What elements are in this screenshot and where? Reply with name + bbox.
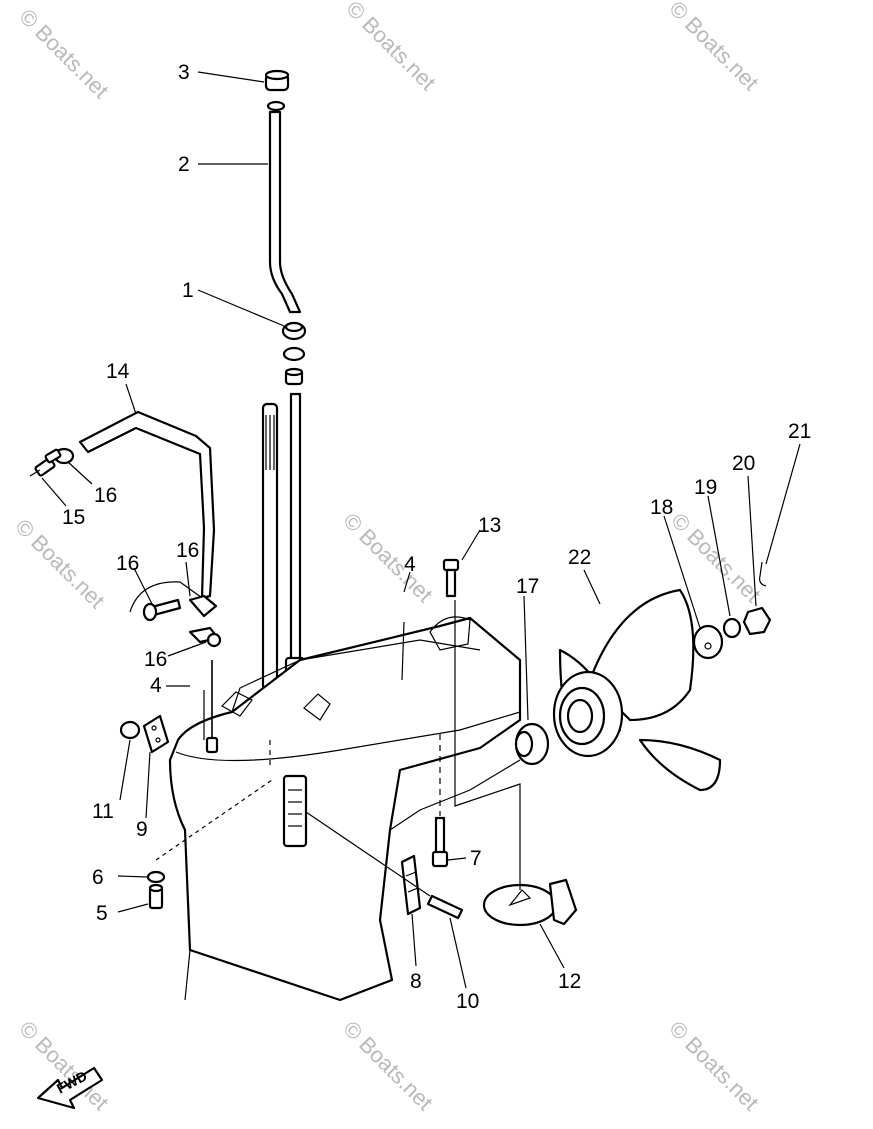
callout-17: 17 <box>516 575 539 598</box>
part-11-nut <box>119 720 141 740</box>
callout-8: 8 <box>410 970 422 993</box>
part-19-washer <box>722 617 742 639</box>
callout-16: 16 <box>176 539 199 562</box>
callout-4: 4 <box>404 553 416 576</box>
watermark: © Boats.net <box>14 4 113 103</box>
callout-9: 9 <box>136 818 148 841</box>
part-2-water-tube <box>268 110 302 314</box>
drive-shaft <box>261 392 306 692</box>
part-12-trim-tab <box>482 878 578 927</box>
watermark: © Boats.net <box>338 1016 437 1115</box>
part-21-cotter-pin <box>759 561 767 587</box>
callout-16: 16 <box>116 552 139 575</box>
part-7-bolt <box>431 734 449 868</box>
part-17-spacer <box>514 722 550 766</box>
callout-19: 19 <box>694 476 717 499</box>
watermark: © Boats.net <box>664 0 763 95</box>
watermark: © Boats.net <box>664 1016 763 1115</box>
callout-22: 22 <box>568 546 591 569</box>
watermark: © Boats.net <box>10 514 109 613</box>
callout-18: 18 <box>650 496 673 519</box>
leader-grill <box>305 811 431 897</box>
callout-16: 16 <box>144 648 167 671</box>
callout-10: 10 <box>456 990 479 1013</box>
callout-7: 7 <box>470 847 482 870</box>
callout-15: 15 <box>62 506 85 529</box>
part-8-anode <box>400 854 422 916</box>
part-3-cap <box>264 69 290 112</box>
part-5-bolt <box>148 883 164 910</box>
part-1-grommet <box>281 321 307 386</box>
callout-2: 2 <box>178 153 190 176</box>
callout-6: 6 <box>92 866 104 889</box>
callout-21: 21 <box>788 420 811 443</box>
part-9-anode <box>142 714 170 754</box>
part-16-clip <box>44 447 75 465</box>
callout-1: 1 <box>182 279 194 302</box>
part-4-stud <box>205 660 219 754</box>
callout-13: 13 <box>478 514 501 537</box>
watermark: © Boats.net <box>341 0 440 95</box>
callout-11: 11 <box>92 800 114 823</box>
callout-12: 12 <box>558 970 581 993</box>
callout-3: 3 <box>178 61 190 84</box>
leader-trim-tab <box>454 600 521 890</box>
part-20-nut <box>742 606 772 636</box>
callout-labels: 3 2 1 14 16 15 16 16 16 4 6 5 11 9 4 13 … <box>62 61 811 1013</box>
callout-16: 16 <box>94 484 117 507</box>
callout-4: 4 <box>150 674 162 697</box>
watermark: © Boats.net <box>338 508 437 607</box>
callout-20: 20 <box>732 452 755 475</box>
part-22-propeller <box>552 588 722 792</box>
part-10-screw <box>426 894 464 920</box>
part-16-hose-clip <box>129 581 222 648</box>
part-18-washer <box>692 624 724 660</box>
leader-lines <box>41 71 801 989</box>
callout-5: 5 <box>96 902 108 925</box>
part-6-washer <box>146 870 166 884</box>
callout-14: 14 <box>106 360 130 383</box>
lower-unit-housing <box>168 616 522 1002</box>
part-13-bolt <box>442 558 460 598</box>
